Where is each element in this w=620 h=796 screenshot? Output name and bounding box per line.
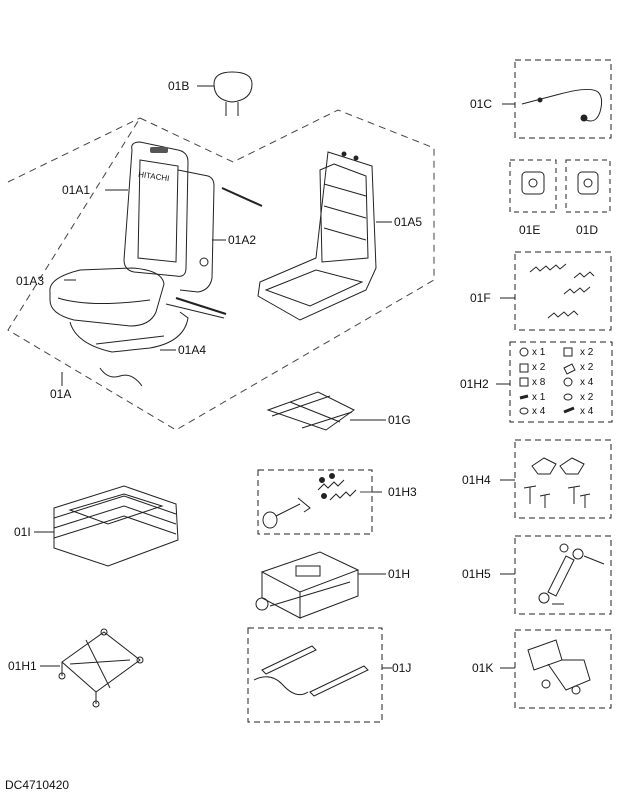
- label-01a3: 01A3: [16, 274, 45, 288]
- label-01c: 01C: [470, 97, 493, 111]
- kit-01j-box: [247, 627, 392, 723]
- lever-knob-icon: [262, 497, 311, 529]
- kit-01f-box: [500, 251, 612, 331]
- drawing-code: DC4710420: [5, 778, 70, 792]
- hardware-kit-01h2-box: [496, 341, 613, 423]
- qty-label: x 4: [532, 406, 546, 417]
- label-01b: 01B: [168, 79, 190, 93]
- kit-01k-box: [500, 629, 612, 709]
- kit-01h5-box: [500, 535, 612, 615]
- seat-backrest-icon: [105, 141, 189, 277]
- backrest-frame-icon: [257, 151, 392, 321]
- label-01a2: 01A2: [228, 233, 257, 247]
- label-01h1: 01H1: [8, 659, 37, 673]
- label-01a5: 01A5: [394, 215, 423, 229]
- qty-label: x 2: [580, 392, 594, 403]
- qty-label: x 1: [532, 347, 546, 358]
- slide-rails-icon: [253, 645, 369, 697]
- kit-01c-box: [502, 59, 612, 139]
- springs-icon: [317, 473, 357, 501]
- bracket-icon: [527, 639, 591, 695]
- label-01h5: 01H5: [462, 567, 491, 581]
- seat-cushion-icon: [49, 267, 165, 327]
- label-01g: 01G: [388, 413, 411, 427]
- label-01h3: 01H3: [388, 485, 417, 499]
- bellows-cover-icon: [34, 485, 179, 567]
- seat-wire-icon: [99, 367, 143, 387]
- switch-icon: [521, 171, 545, 195]
- seat-assembly-outline: [7, 109, 435, 431]
- label-01i: 01I: [14, 525, 31, 539]
- qty-label: x 2: [580, 362, 594, 373]
- label-01h4: 01H4: [462, 473, 491, 487]
- scissor-linkage-icon: [40, 628, 144, 708]
- label-01a4: 01A4: [178, 343, 207, 357]
- cushion-bottom-icon: [69, 311, 189, 353]
- qty-label: x 2: [580, 347, 594, 358]
- hardware-icons: [519, 347, 576, 415]
- kit-01h3-box: [257, 469, 382, 535]
- brackets-icon: [523, 457, 591, 508]
- label-01k: 01K: [472, 661, 494, 675]
- back-cover-icon: [165, 169, 263, 319]
- qty-label: x 4: [580, 406, 594, 417]
- label-01j: 01J: [392, 661, 412, 675]
- kit-01h4-box: [500, 439, 612, 519]
- qty-label: x 2: [532, 362, 546, 373]
- label-01e: 01E: [519, 223, 541, 237]
- label-01a: 01A: [50, 387, 72, 401]
- label-01d: 01D: [576, 223, 599, 237]
- qty-label: x 1: [532, 392, 546, 403]
- switch-icon: [577, 171, 599, 195]
- shock-absorber-icon: [538, 543, 605, 605]
- slider-rails-icon: [266, 391, 386, 431]
- switch-01d-box: [565, 159, 611, 213]
- label-01a1: 01A1: [62, 183, 91, 197]
- label-01h: 01H: [388, 567, 411, 581]
- label-01h2: 01H2: [460, 377, 489, 391]
- headrest-icon: [197, 71, 253, 116]
- switch-01e-box: [509, 159, 557, 213]
- qty-label: x 4: [580, 377, 594, 388]
- label-01f: 01F: [470, 291, 491, 305]
- qty-label: x 8: [532, 377, 546, 388]
- cable-icon: [521, 88, 603, 122]
- springs-icon: [529, 263, 595, 319]
- suspension-unit-icon: [255, 551, 386, 619]
